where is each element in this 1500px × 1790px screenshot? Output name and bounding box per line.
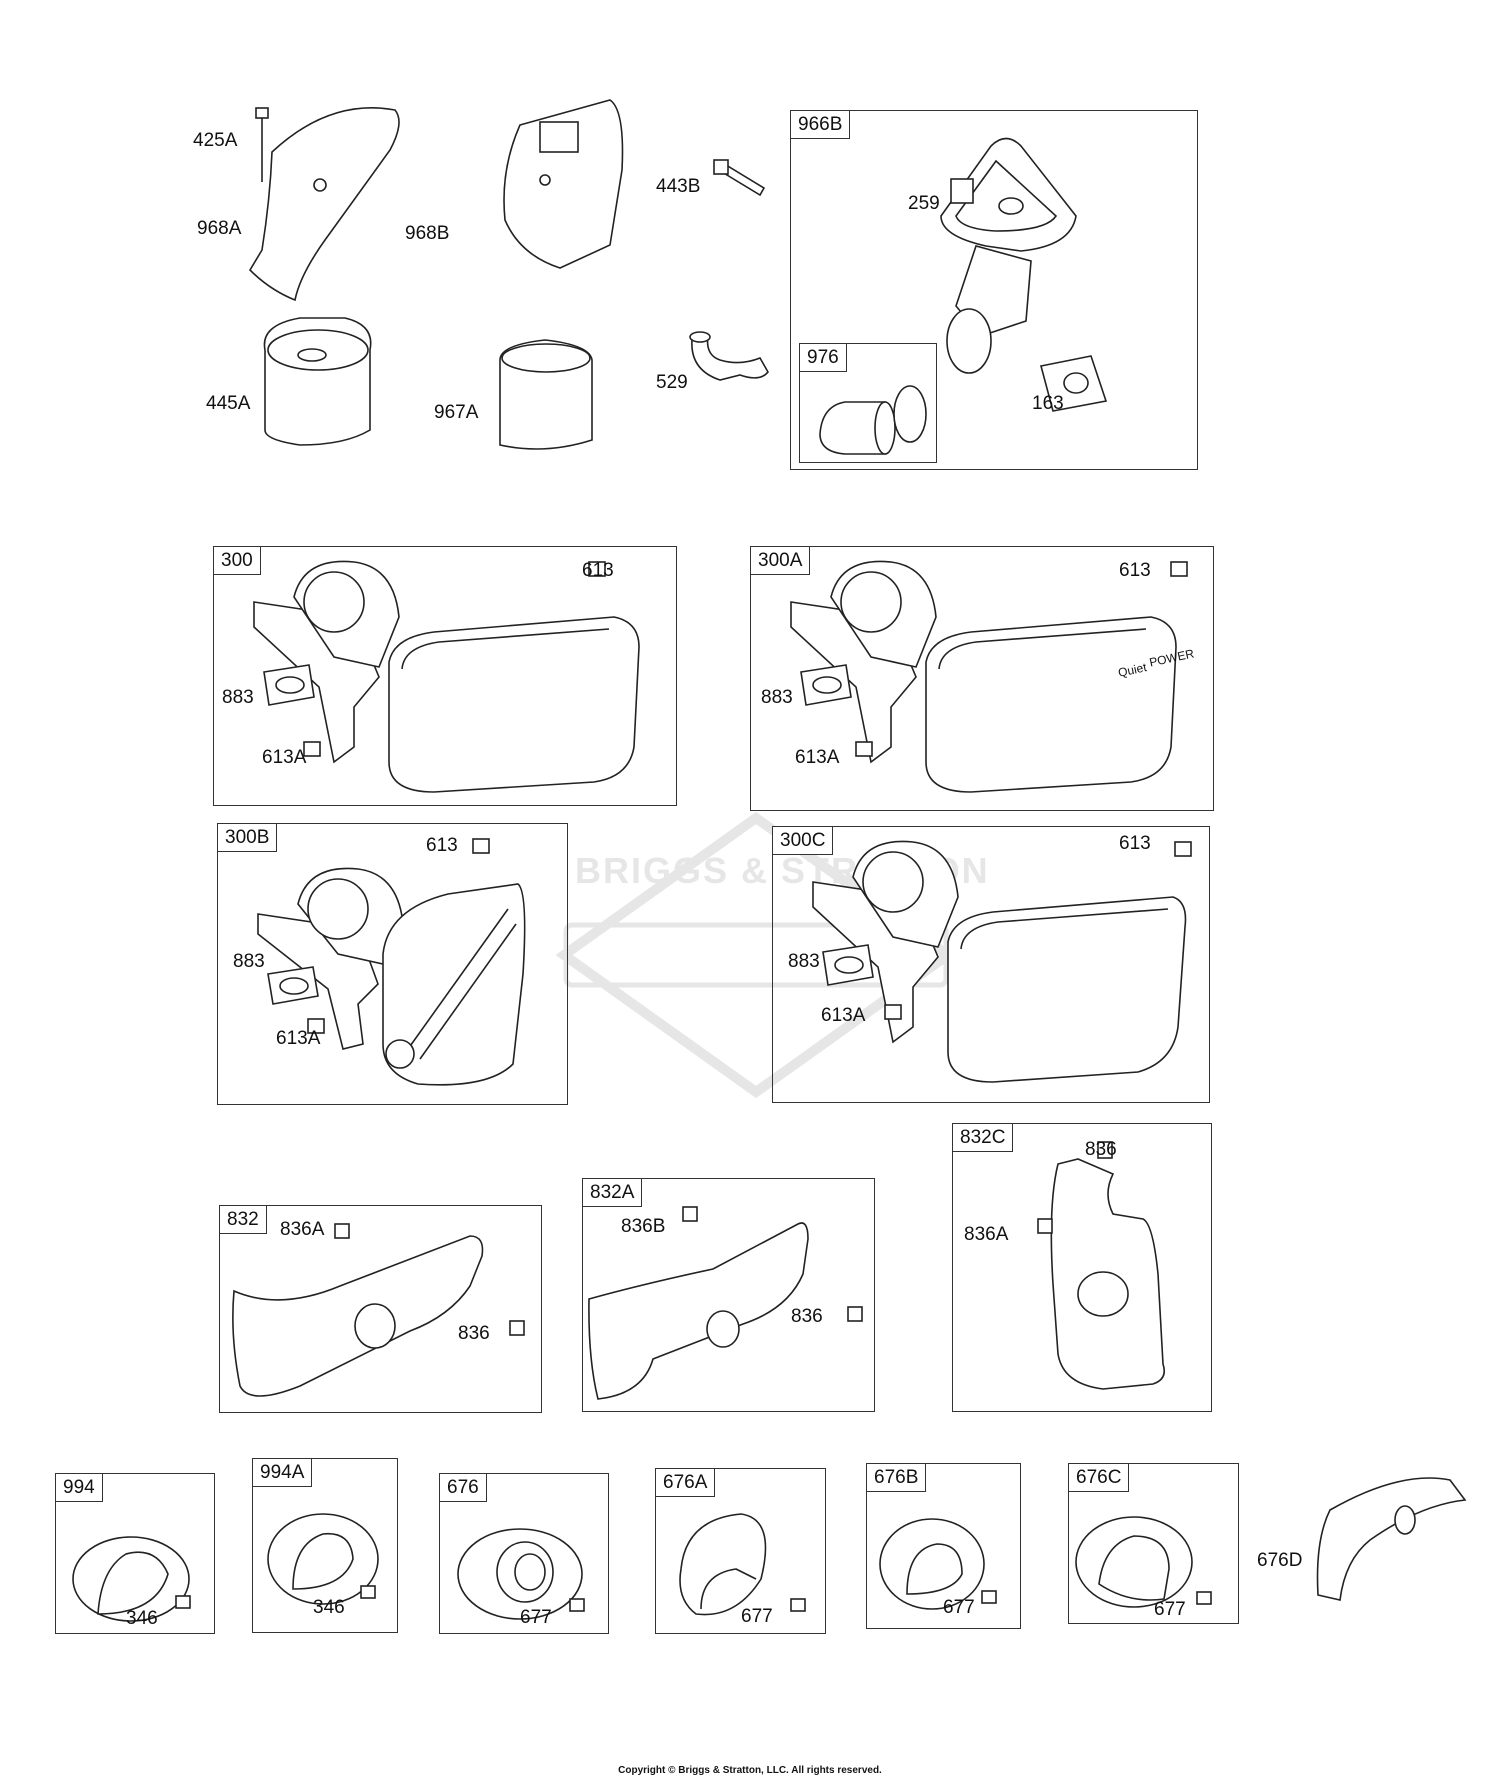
box-676B: 676B 677 [866,1463,1021,1629]
label-836A: 836A [280,1219,325,1240]
box-676C-tag: 676C [1069,1464,1130,1492]
label-613A: 613A [795,747,840,768]
deflector-994A-art [267,1513,379,1605]
label-883: 883 [788,951,820,972]
box-300B-tag: 300B [218,824,278,852]
deflector-676C-art [1075,1516,1212,1608]
label-883: 883 [761,687,793,708]
screw-425A-head [255,107,269,119]
box-676B-tag: 676B [867,1464,927,1492]
muffler-300B-art [257,838,526,1086]
part-259 [950,178,974,204]
label-445A: 445A [206,393,251,414]
label-676D: 676D [1257,1550,1303,1571]
label-677: 677 [943,1597,975,1618]
guard-832-art [232,1223,525,1397]
box-676: 676 677 [439,1473,609,1634]
box-966B-tag: 966B [791,111,851,139]
box-832C: 832C 836 836A [952,1123,1212,1412]
label-613: 613 [426,835,458,856]
label-346: 346 [313,1597,345,1618]
label-425A: 425A [193,130,238,151]
label-883: 883 [222,687,254,708]
cover-968A [248,107,400,302]
box-300B: 300B 613 883 613A [217,823,568,1105]
label-613A: 613A [821,1005,866,1026]
label-346: 346 [126,1608,158,1629]
box-676C: 676C 677 [1068,1463,1239,1624]
label-836: 836 [791,1306,823,1327]
guard-832A-art [588,1206,863,1400]
box-994A-tag: 994A [253,1459,313,1487]
box-832A-tag: 832A [583,1179,643,1207]
box-300A-tag: 300A [751,547,811,575]
muffler-300-art [253,560,640,793]
box-676A: 676A 677 [655,1468,826,1634]
label-613: 613 [1119,560,1151,581]
box-994-tag: 994 [56,1474,103,1502]
box-976-tag: 976 [800,344,847,372]
label-677: 677 [1154,1599,1186,1620]
box-976: 976 [799,343,937,463]
label-613A: 613A [276,1028,321,1049]
deflector-994-art [72,1536,191,1622]
box-832C-tag: 832C [953,1124,1014,1152]
copyright-footer: Copyright © Briggs & Stratton, LLC. All … [618,1765,882,1776]
label-613: 613 [582,560,614,581]
box-300: 300 613 883 613A [213,546,677,806]
box-832A: 832A 836B 836 [582,1178,875,1412]
box-300-tag: 300 [214,547,261,575]
label-836A: 836A [964,1224,1009,1245]
deflector-676-art [457,1528,585,1620]
muffler-300C-art [812,840,1192,1083]
intake-elbow-966B-art [940,137,1108,412]
label-968B: 968B [405,223,450,244]
label-613: 613 [1119,833,1151,854]
box-300C: 300C 613 883 613A [772,826,1210,1103]
guard-832C-art [1037,1141,1166,1390]
muffler-300A-art [790,560,1188,793]
label-677: 677 [741,1606,773,1627]
label-259: 259 [908,193,940,214]
box-300A: 300A Quiet POWER 613 883 613A [750,546,1214,811]
label-613A: 613A [262,747,307,768]
box-966B: 966B 259 163 976 [790,110,1198,470]
cover-968B [503,99,624,269]
box-300C-tag: 300C [773,827,834,855]
bolt-613 [588,561,606,577]
box-832: 832 836A 836 [219,1205,542,1413]
label-836: 836 [458,1323,490,1344]
part-976-art [819,385,927,455]
deflector-676B-art [879,1518,997,1610]
box-994: 994 346 [55,1473,215,1634]
box-832-tag: 832 [220,1206,267,1234]
bolt-613A [303,741,321,757]
label-529: 529 [656,372,688,393]
tube-529 [691,333,769,381]
label-163: 163 [1032,393,1064,414]
deflector-676A-art [679,1513,806,1616]
box-676-tag: 676 [440,1474,487,1502]
box-676A-tag: 676A [656,1469,716,1497]
top-parts-art [248,99,769,450]
label-967A: 967A [434,402,479,423]
label-677: 677 [520,1607,552,1628]
label-443B: 443B [656,176,701,197]
label-836: 836 [1085,1139,1117,1160]
box-994A: 994A 346 [252,1458,398,1633]
label-836B: 836B [621,1216,666,1237]
label-883: 883 [233,951,265,972]
label-968A: 968A [197,218,242,239]
